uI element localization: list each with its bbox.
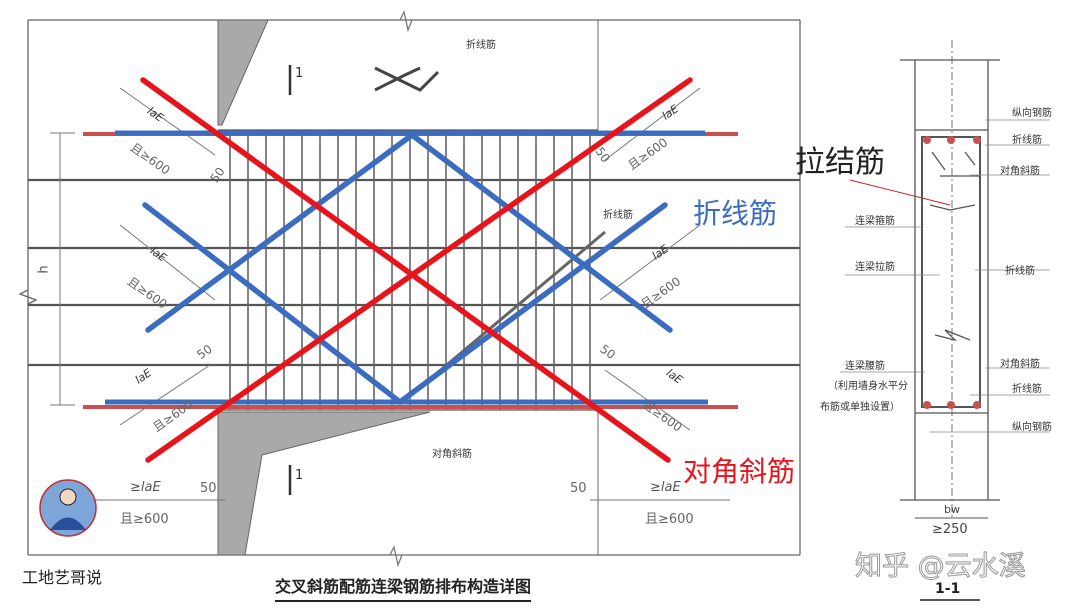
top-bent-bar-label: 折线筋 <box>466 40 496 51</box>
section-label: 对角斜筋 <box>1000 166 1040 177</box>
section-label: 连梁拉筋 <box>855 262 895 273</box>
section-label: 折线筋 <box>1012 135 1042 146</box>
section-mark-bottom: 1 <box>295 468 304 483</box>
offset-50: 50 <box>200 481 217 496</box>
waist-bars <box>28 178 800 367</box>
bent-bar-symbol <box>374 66 440 92</box>
section-label: 连梁箍筋 <box>855 216 895 227</box>
section-label: （利用墙身水平分 <box>828 381 908 392</box>
wall-outline <box>18 10 801 568</box>
coupling-beam-outline <box>218 129 598 411</box>
section-label: 布筋或单独设置） <box>820 402 900 413</box>
tie-bar-leader <box>849 179 951 206</box>
tie-bar-callout: 拉结筋 <box>795 145 885 180</box>
bent-bar-callout: 折线筋 <box>693 197 778 230</box>
section-width-label: bw <box>944 503 960 516</box>
author-label: 工地艺哥说 <box>22 568 103 587</box>
diagonal-bar-callout: 对角斜筋 <box>683 455 796 488</box>
section-min-width: ≥250 <box>932 522 968 537</box>
section-label: 折线筋 <box>1012 384 1042 395</box>
mid-bent-bar-label: 折线筋 <box>603 210 633 221</box>
offset-50: 50 <box>570 481 587 496</box>
bent-bars <box>142 132 673 405</box>
min-lae-label: ≥laE <box>650 480 681 495</box>
section-1-1 <box>840 40 1050 601</box>
section-label: 连梁腰筋 <box>845 361 885 372</box>
bent-bar-symbol <box>374 66 421 92</box>
min-lae-label: ≥laE <box>130 480 161 495</box>
watermark: 知乎 @云水溪 <box>855 551 1027 583</box>
section-name: 1-1 <box>935 581 961 597</box>
author-avatar <box>39 479 97 537</box>
section-mark-top: 1 <box>295 66 304 81</box>
concrete-wall <box>217 19 599 556</box>
section-label: 纵向钢筋 <box>1012 108 1052 119</box>
min-600-label: 且≥600 <box>645 512 694 527</box>
bottom-diagonal-label: 对角斜筋 <box>432 449 472 460</box>
diagonal-bars <box>140 77 693 463</box>
height-label: h <box>36 265 52 274</box>
min-600-label: 且≥600 <box>120 512 169 527</box>
section-label: 纵向钢筋 <box>1012 422 1052 433</box>
section-label: 折线筋 <box>1005 266 1035 277</box>
section-label: 对角斜筋 <box>1000 359 1040 370</box>
drawing-title: 交叉斜筋配筋连梁钢筋排布构造详图 <box>275 573 532 602</box>
stirrups <box>229 130 591 410</box>
section-bars <box>923 136 981 409</box>
